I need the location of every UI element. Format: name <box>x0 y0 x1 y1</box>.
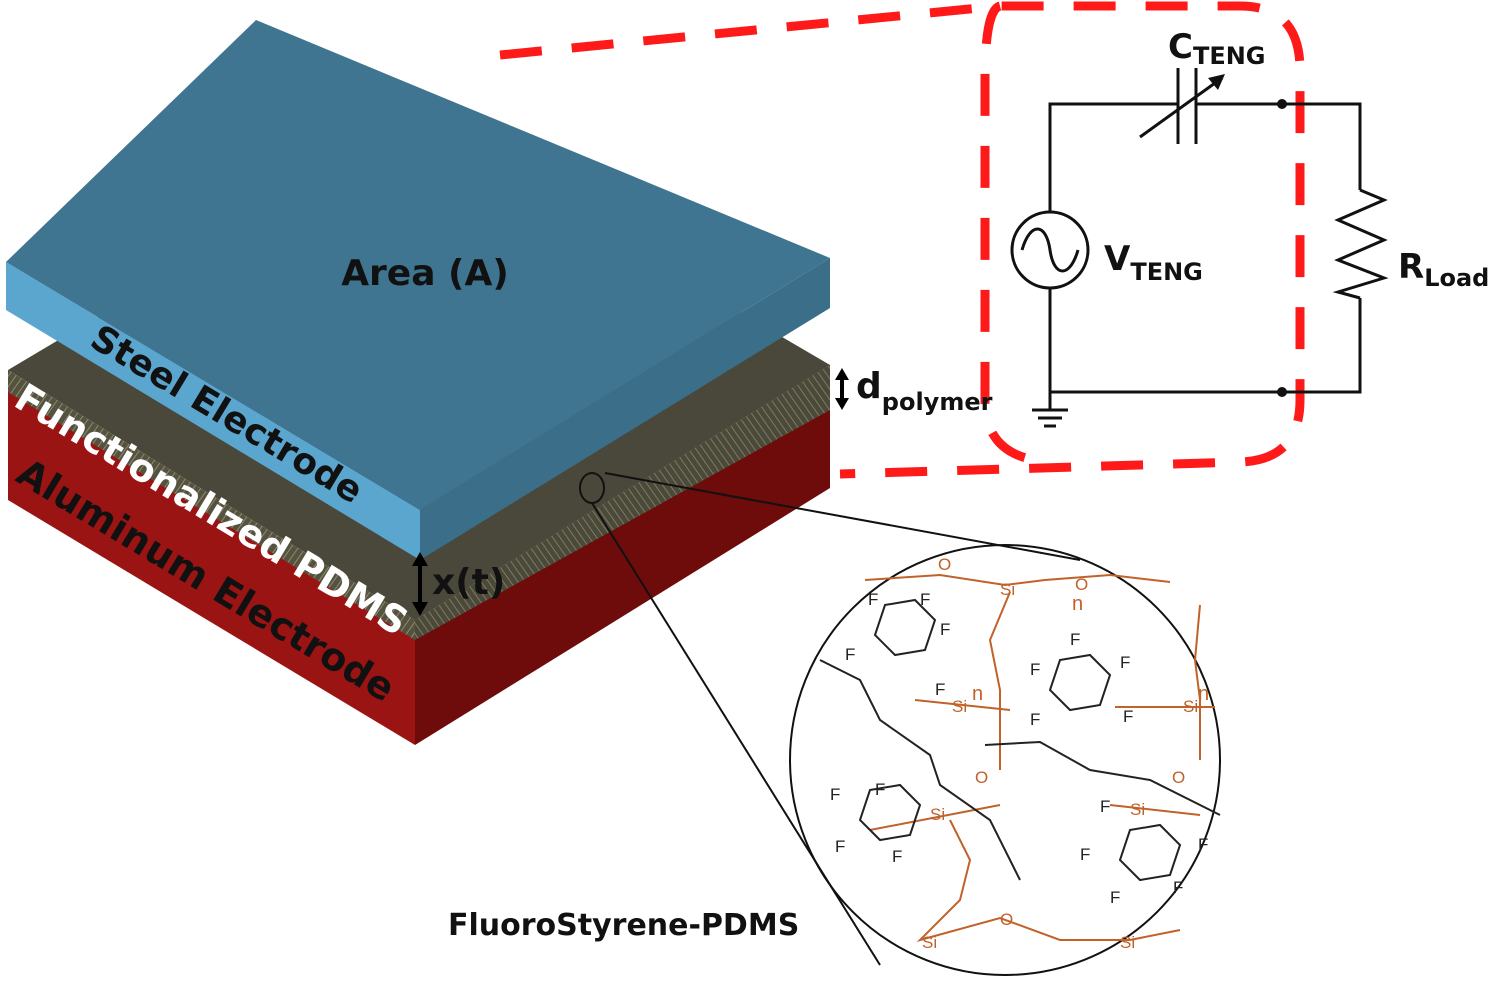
steel-right-face <box>420 258 830 560</box>
fluorostyrene-pdms-structure <box>819 573 1221 942</box>
gap-arrow-icon <box>412 552 428 616</box>
svg-text:F: F <box>1173 878 1183 897</box>
equivalent-circuit <box>1048 102 1362 410</box>
svg-text:F: F <box>1110 888 1120 907</box>
svg-text:n: n <box>1198 683 1209 705</box>
svg-text:F: F <box>1080 845 1090 864</box>
svg-text:F: F <box>1070 630 1080 649</box>
svg-text:Si: Si <box>1183 697 1198 716</box>
svg-text:F: F <box>845 645 855 664</box>
svg-text:Si: Si <box>1120 933 1135 952</box>
junction-dot-top <box>1277 99 1287 109</box>
svg-text:F: F <box>1198 835 1208 854</box>
steel-left-face <box>6 262 420 560</box>
svg-text:Si: Si <box>1000 580 1015 599</box>
svg-text:O: O <box>938 555 951 574</box>
svg-text:O: O <box>975 768 988 787</box>
svg-text:F: F <box>1030 710 1040 729</box>
svg-text:F: F <box>830 785 840 804</box>
svg-text:Si: Si <box>1130 800 1145 819</box>
steel-top-face <box>6 20 830 510</box>
magnifier-lines <box>579 472 1221 976</box>
svg-text:O: O <box>1000 910 1013 929</box>
svg-text:F: F <box>1030 660 1040 679</box>
load-resistor-icon <box>1332 188 1389 300</box>
thickness-label: dpolymer <box>856 366 993 416</box>
junction-dot-bottom <box>1277 387 1287 397</box>
svg-text:O: O <box>1075 575 1088 594</box>
source-label: VTENG <box>1104 239 1203 286</box>
svg-text:O: O <box>1172 768 1185 787</box>
gap-label: x(t) <box>432 562 505 603</box>
svg-text:Si: Si <box>952 697 967 716</box>
svg-text:F: F <box>875 780 885 799</box>
aluminum-left-face <box>8 375 415 745</box>
capacitor-label: CTENG <box>1168 27 1266 70</box>
svg-text:F: F <box>1120 653 1130 672</box>
ground-icon <box>1032 408 1068 428</box>
svg-text:n: n <box>1072 593 1083 615</box>
svg-text:n: n <box>972 683 983 705</box>
variable-capacitor-icon <box>1139 68 1225 144</box>
molecule-caption: FluoroStyrene-PDMS <box>448 908 799 943</box>
svg-text:F: F <box>868 590 878 609</box>
pdms-right-face <box>415 365 830 640</box>
atom-labels: O Si O n Si n O Si Si n O Si O Si Si F F… <box>830 555 1209 952</box>
svg-text:Si: Si <box>930 805 945 824</box>
callout-dashed-outline <box>499 1 1305 479</box>
ac-source-icon <box>1010 210 1090 290</box>
svg-text:F: F <box>920 590 930 609</box>
svg-text:F: F <box>1100 797 1110 816</box>
svg-text:F: F <box>940 620 950 639</box>
load-label: RLoad <box>1398 247 1489 292</box>
svg-text:F: F <box>1123 707 1133 726</box>
pdms-left-face <box>8 370 415 640</box>
area-label: Area (A) <box>341 253 509 294</box>
svg-text:Si: Si <box>922 933 937 952</box>
svg-text:F: F <box>935 680 945 699</box>
device-stack <box>6 20 830 745</box>
svg-text:F: F <box>892 847 902 866</box>
thickness-arrow-icon <box>835 368 849 410</box>
svg-text:F: F <box>835 837 845 856</box>
